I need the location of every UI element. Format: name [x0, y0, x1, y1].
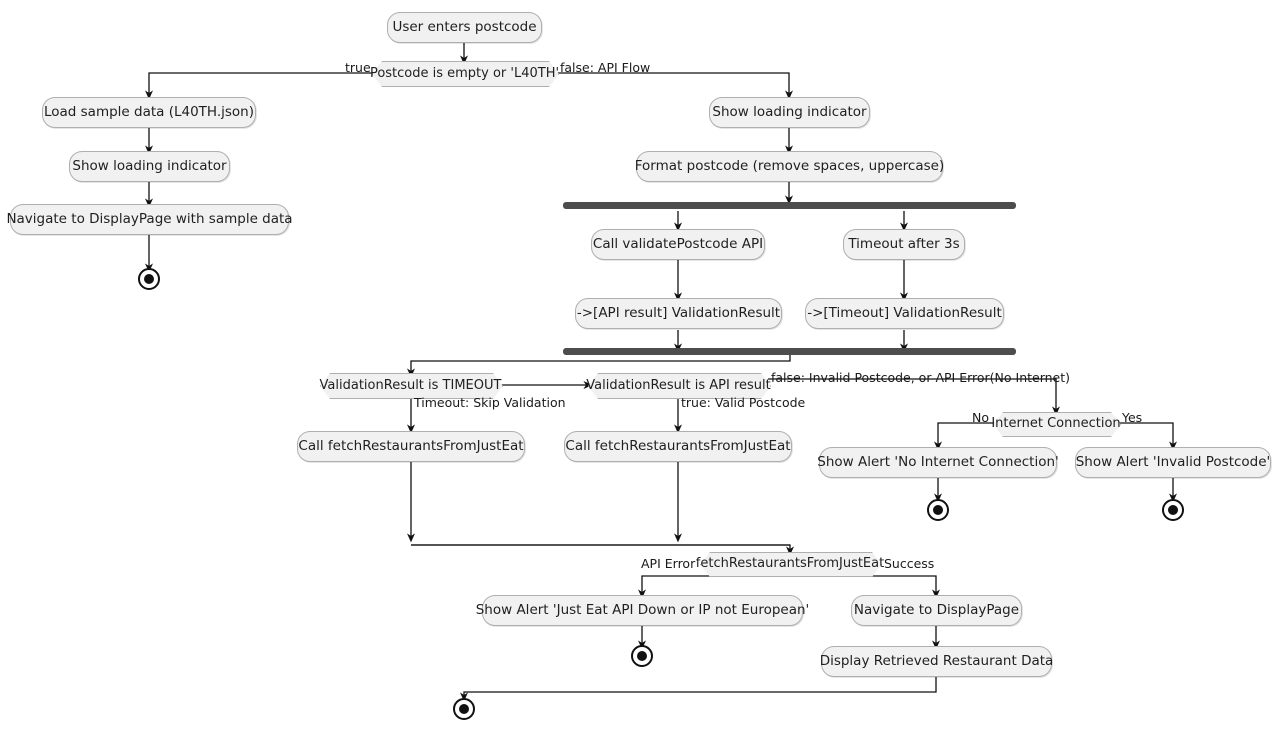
- activity-label: Call validatePostcode API: [592, 235, 764, 252]
- activity-alert-invalid-postcode[interactable]: Show Alert 'Invalid Postcode': [1075, 447, 1271, 478]
- decision-label: Postcode is empty or 'L40TH': [369, 65, 560, 81]
- hexagon-shape: [588, 373, 771, 399]
- activity-label: Display Retrieved Restaurant Data: [819, 652, 1054, 669]
- decision-postcode-check[interactable]: Postcode is empty or 'L40TH': [370, 61, 559, 87]
- edge-label-yes: Yes: [1122, 410, 1143, 425]
- end-node-api-down: [631, 645, 653, 667]
- activity-timeout-after-3s[interactable]: Timeout after 3s: [843, 229, 965, 260]
- end-node-invalid-postcode: [1162, 499, 1184, 521]
- join-bar-parallel-end: [563, 348, 1016, 355]
- activity-label: Show loading indicator: [72, 157, 227, 174]
- hexagon-shape: [993, 412, 1121, 437]
- decision-fetch-restaurants-result[interactable]: fetchRestaurantsFromJustEat: [696, 552, 884, 577]
- decision-label: fetchRestaurantsFromJustEat: [695, 556, 885, 571]
- activity-label: Show Alert 'Invalid Postcode': [1075, 453, 1271, 470]
- activity-fetch-restaurants-timeout-path[interactable]: Call fetchRestaurantsFromJustEat: [297, 431, 525, 462]
- activity-label: ->[Timeout] ValidationResult: [807, 304, 1002, 321]
- activity-load-sample-data[interactable]: Load sample data (L40TH.json): [42, 97, 256, 128]
- activity-navigate-to-displaypage[interactable]: Navigate to DisplayPage: [851, 595, 1022, 626]
- activity-label: User enters postcode: [392, 18, 537, 35]
- end-node-success: [453, 698, 475, 720]
- edge-label-timeout-skip-validation: Timeout: Skip Validation: [414, 395, 566, 410]
- decision-label: Internet Connection: [991, 416, 1121, 431]
- edge-label-api-error: API Error: [641, 556, 696, 571]
- decision-internet-connection[interactable]: Internet Connection: [991, 412, 1121, 437]
- edge-label-false-api-flow: false: API Flow: [560, 60, 651, 75]
- activity-label: Show Alert 'No Internet Connection': [817, 453, 1059, 470]
- edge-label-true: true: [345, 60, 371, 75]
- activity-label: Show loading indicator: [712, 103, 867, 120]
- activity-label: Call fetchRestaurantsFromJustEat: [565, 437, 791, 454]
- activity-label: ->[API result] ValidationResult: [576, 304, 781, 321]
- activity-label: Call fetchRestaurantsFromJustEat: [298, 437, 524, 454]
- activity-label: Navigate to DisplayPage: [853, 601, 1020, 618]
- end-node-sample-flow: [138, 268, 160, 290]
- activity-label: Show Alert 'Just Eat API Down or IP not …: [475, 601, 810, 618]
- activity-display-retrieved-restaurant-data[interactable]: Display Retrieved Restaurant Data: [819, 646, 1054, 677]
- activity-label: Navigate to DisplayPage with sample data: [6, 210, 293, 227]
- decision-validationresult-is-api-result[interactable]: ValidationResult is API result: [586, 373, 771, 399]
- fork-bar-parallel-start: [563, 202, 1016, 209]
- edge-label-false-invalid-postcode: false: Invalid Postcode, or API Error(No…: [771, 370, 1071, 385]
- activity-api-result-validationresult[interactable]: ->[API result] ValidationResult: [575, 298, 782, 329]
- activity-show-loading-indicator-sample[interactable]: Show loading indicator: [69, 151, 230, 182]
- hexagon-shape: [700, 552, 882, 577]
- hexagon-shape: [372, 61, 559, 87]
- edge-label-success: Success: [884, 556, 935, 571]
- activity-navigate-displaypage-sample[interactable]: Navigate to DisplayPage with sample data: [6, 204, 293, 235]
- decision-validationresult-is-timeout[interactable]: ValidationResult is TIMEOUT: [320, 373, 501, 397]
- activity-alert-just-eat-api-down[interactable]: Show Alert 'Just Eat API Down or IP not …: [476, 595, 809, 626]
- activity-show-loading-indicator-api[interactable]: Show loading indicator: [709, 97, 870, 128]
- activity-alert-no-internet-connection[interactable]: Show Alert 'No Internet Connection': [817, 447, 1059, 478]
- activity-timeout-validationresult[interactable]: ->[Timeout] ValidationResult: [805, 298, 1004, 329]
- decision-label: ValidationResult is API result: [586, 377, 771, 393]
- end-node-no-internet: [927, 499, 949, 521]
- hexagon-shape: [320, 373, 503, 399]
- activity-label: Format postcode (remove spaces, uppercas…: [634, 157, 945, 174]
- decision-label: ValidationResult is TIMEOUT: [319, 377, 502, 393]
- activity-format-postcode[interactable]: Format postcode (remove spaces, uppercas…: [634, 151, 945, 182]
- edge-label-true-valid-postcode: true: Valid Postcode: [681, 395, 806, 410]
- activity-fetch-restaurants-valid-path[interactable]: Call fetchRestaurantsFromJustEat: [564, 431, 792, 462]
- activity-call-validate-postcode-api[interactable]: Call validatePostcode API: [591, 229, 765, 260]
- edge-label-no: No: [972, 410, 989, 425]
- activity-label: Timeout after 3s: [848, 235, 960, 252]
- activity-user-enters-postcode[interactable]: User enters postcode: [387, 12, 542, 43]
- activity-label: Load sample data (L40TH.json): [43, 103, 255, 120]
